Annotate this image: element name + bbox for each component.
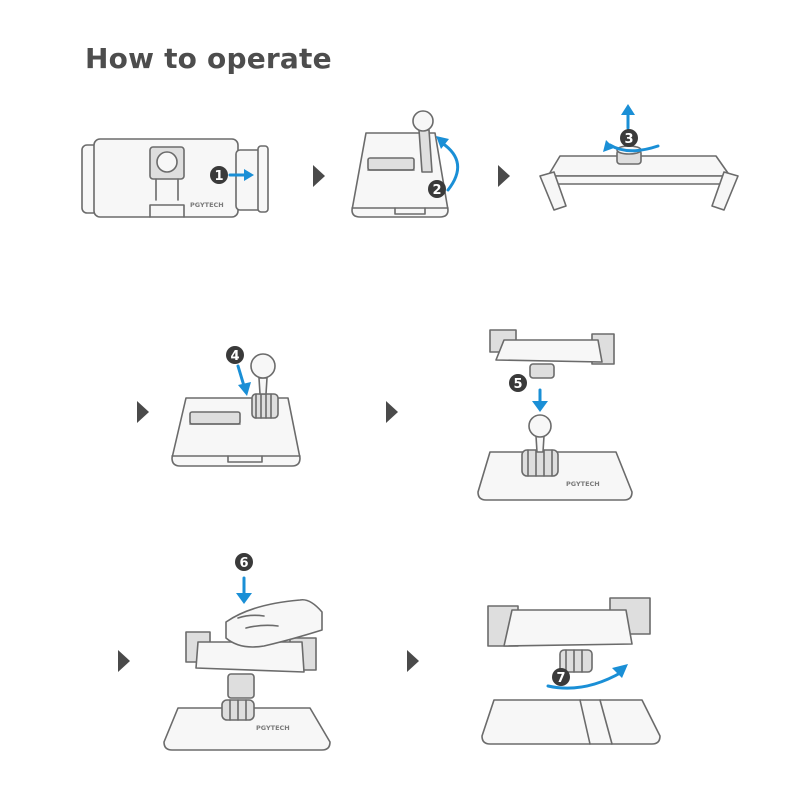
play-triangle-icon bbox=[407, 650, 419, 672]
play-triangle-icon bbox=[137, 401, 149, 423]
svg-text:5: 5 bbox=[513, 377, 522, 392]
blue-arrow-icon bbox=[238, 382, 251, 396]
blue-arrow-icon bbox=[621, 104, 635, 115]
step-5-illustration: 5 PGYTECH bbox=[477, 329, 633, 501]
page-title: How to operate bbox=[85, 42, 332, 75]
step-badge-4: 4 bbox=[226, 346, 244, 364]
svg-text:2: 2 bbox=[432, 183, 441, 198]
step-badge-7: 7 bbox=[552, 668, 570, 686]
svg-text:4: 4 bbox=[230, 349, 239, 364]
svg-text:7: 7 bbox=[556, 671, 565, 686]
rotate-arrow-icon bbox=[612, 664, 628, 678]
step-6-illustration: PGYTECH 6 bbox=[163, 553, 331, 751]
step-1-illustration: PGYTECH 1 bbox=[81, 138, 269, 218]
step-4-illustration: 4 bbox=[171, 346, 301, 467]
step-3-illustration: 3 bbox=[539, 104, 739, 211]
svg-text:1: 1 bbox=[214, 169, 223, 184]
rotate-arrow-icon bbox=[436, 136, 449, 149]
step-badge-1: 1 bbox=[210, 166, 228, 184]
svg-text:6: 6 bbox=[239, 556, 248, 571]
play-triangle-icon bbox=[118, 650, 130, 672]
blue-arrow-icon bbox=[236, 593, 252, 604]
svg-text:3: 3 bbox=[624, 132, 633, 147]
brand-mark: PGYTECH bbox=[566, 480, 600, 488]
blue-arrow-icon bbox=[244, 169, 254, 181]
blue-arrow-icon bbox=[532, 401, 548, 412]
step-badge-6: 6 bbox=[235, 553, 253, 571]
play-triangle-icon bbox=[313, 165, 325, 187]
step-7-illustration: 7 bbox=[481, 597, 661, 745]
play-triangle-icon bbox=[386, 401, 398, 423]
step-2-illustration: 2 bbox=[351, 110, 459, 218]
step-badge-3: 3 bbox=[620, 129, 638, 147]
brand-mark: PGYTECH bbox=[256, 724, 290, 732]
step-badge-5: 5 bbox=[509, 374, 527, 392]
step-badge-2: 2 bbox=[428, 180, 446, 198]
brand-mark: PGYTECH bbox=[190, 201, 224, 209]
play-triangle-icon bbox=[498, 165, 510, 187]
